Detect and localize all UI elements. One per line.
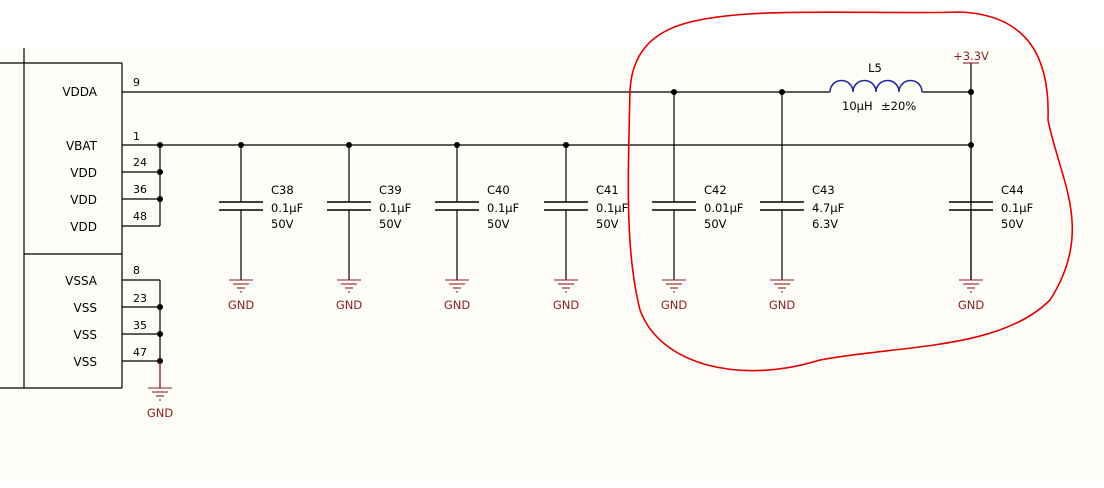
highlight-circle [627,11,1073,372]
pin-label: VSS [74,355,97,369]
capacitor-c41: GND C41 0.1µF 50V [544,145,628,312]
ground-symbol [959,279,983,293]
capacitor-value: 0.1µF [596,201,628,215]
pin-label: VDD [70,166,97,180]
ground-symbol [554,279,578,293]
capacitor-c44: GND C44 0.1µF 50V [949,145,1033,312]
gnd-label: GND [661,298,688,312]
pin-number: 24 [133,156,147,169]
capacitor-voltage: 50V [487,217,510,231]
inductor-l5: L5 10µH ±20% [829,61,923,113]
capacitor-voltage: 50V [1001,217,1024,231]
junctions [157,89,974,364]
ground-symbol [445,279,469,293]
ground-symbol [770,279,794,293]
capacitor-ref: C39 [379,183,402,197]
capacitor-value: 0.1µF [487,201,519,215]
pin-label: VDDA [62,85,97,99]
gnd-label: GND [769,298,796,312]
capacitor-value: 0.1µF [1001,201,1033,215]
pin-label: VSSA [65,274,98,288]
capacitor-ref: C42 [704,183,727,197]
capacitor-voltage: 6.3V [812,217,838,231]
inductor-tolerance: ±20% [881,99,916,113]
ground-symbol [662,279,686,293]
capacitor-c39: GND C39 0.1µF 50V [327,145,411,312]
capacitor-c38: GND C38 0.1µF 50V [219,145,303,312]
pin-label: VSS [74,328,97,342]
capacitor-ref: C44 [1001,183,1024,197]
pin-label: VSS [74,301,97,315]
capacitor-voltage: 50V [704,217,727,231]
gnd-label: GND [228,298,255,312]
ic-pins: VDDA 9 VBAT 1 VDD 24 VDD 36 VDD 48 VSSA … [62,76,160,369]
pin-label: VDD [70,220,97,234]
gnd-label: GND [336,298,363,312]
sheet-background [0,48,1104,483]
inductor-ref: L5 [868,61,882,75]
pin-number: 23 [133,292,147,305]
gnd-label: GND [444,298,471,312]
capacitor-value: 0.01µF [704,201,744,215]
pin-number: 35 [133,319,147,332]
gnd-label: GND [553,298,580,312]
pin-number: 36 [133,183,147,196]
inductor-value: 10µH [842,99,873,113]
capacitor-ref: C41 [596,183,619,197]
capacitor-ref: C43 [812,183,835,197]
capacitor-ref: C38 [271,183,294,197]
capacitors: GND C38 0.1µF 50V GND C39 0.1µF 50V GND C40 0.1µF 5… [219,92,1033,312]
capacitor-c43: GND C43 4.7µF 6.3V [760,92,844,312]
capacitor-voltage: 50V [379,217,402,231]
power-label: +3.3V [953,49,989,63]
ic-ground: GND [147,361,174,420]
capacitor-c40: GND C40 0.1µF 50V [435,145,519,312]
pin-number: 47 [133,346,147,359]
gnd-label: GND [147,406,174,420]
gnd-label: GND [958,298,985,312]
pin-number: 8 [133,264,140,277]
pin-number: 48 [133,210,147,223]
capacitor-c42: GND C42 0.01µF 50V [652,92,744,312]
capacitor-voltage: 50V [596,217,619,231]
capacitor-ref: C40 [487,183,510,197]
pin-label: VDD [70,193,97,207]
capacitor-value: 0.1µF [379,201,411,215]
pin-label: VBAT [66,139,98,153]
pin-number: 1 [133,130,140,143]
power-symbol: +3.3V [953,49,989,64]
capacitor-value: 0.1µF [271,201,303,215]
capacitor-voltage: 50V [271,217,294,231]
ground-symbol [337,279,361,293]
capacitor-value: 4.7µF [812,201,844,215]
pin-number: 9 [133,76,140,89]
ground-symbol [229,279,253,293]
